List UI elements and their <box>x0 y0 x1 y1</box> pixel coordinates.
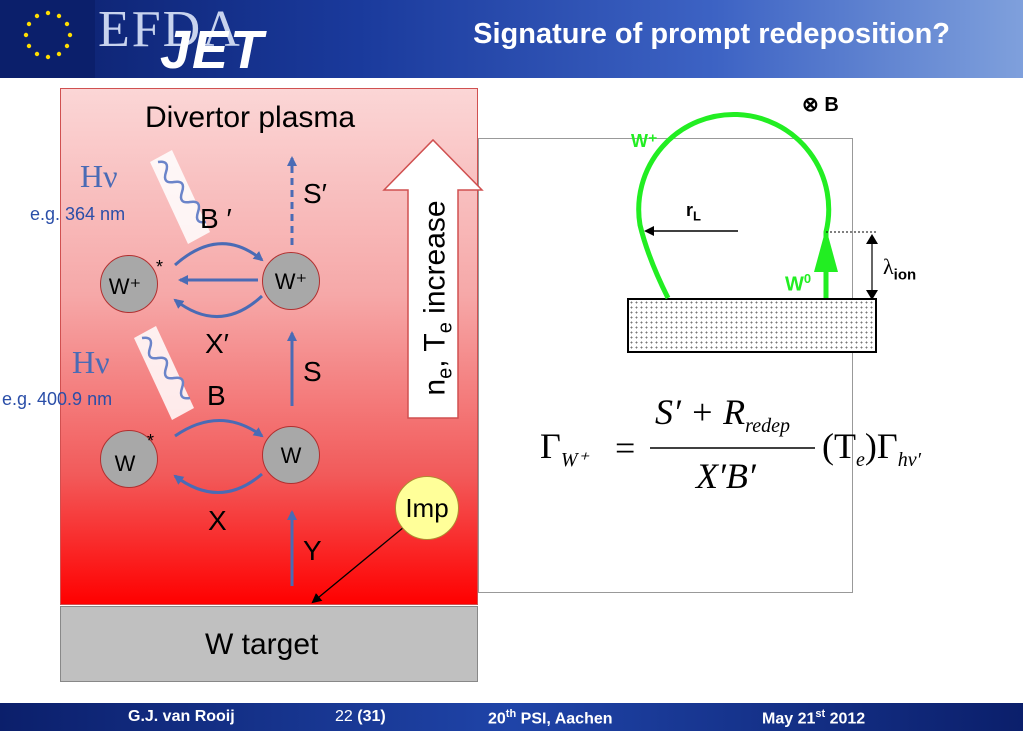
excited-star: * <box>156 257 164 277</box>
factor-close: )Γ <box>864 426 898 466</box>
lambda-subscript: ion <box>893 266 917 284</box>
footer-page: 22 (31) <box>335 708 386 726</box>
b-field-label: ⊗ B <box>802 94 839 116</box>
slide-title: Signature of prompt redeposition? <box>473 18 950 50</box>
density-increase-arrow <box>382 138 484 419</box>
h-nu-label-upper: Hν <box>80 158 118 194</box>
density-arrow-label: ne, Te increase <box>419 200 458 395</box>
node-w: W <box>262 426 320 484</box>
n-subscript: e <box>434 367 457 379</box>
label-b: B <box>207 380 226 411</box>
conf-name: PSI, Aachen <box>520 710 613 728</box>
node-w-excited: W <box>100 430 158 488</box>
date-year: 2012 <box>829 710 866 728</box>
r-subscript: L <box>693 208 701 224</box>
gyro-orbit <box>636 112 832 300</box>
efda-logo: EFDA <box>98 1 242 58</box>
footer-date: May 21st 2012 <box>762 708 865 728</box>
r-symbol: r <box>686 200 694 220</box>
label-x-prime: X′ <box>205 328 229 359</box>
gamma-subscript: W⁺ <box>560 449 589 472</box>
label-x: X <box>208 505 227 536</box>
eq-numerator: S′ + Rredep <box>655 394 790 436</box>
node-label: W <box>114 451 136 476</box>
w0-arrow-head <box>814 228 838 272</box>
w0-symbol: W <box>785 273 804 296</box>
conf-number: 20 <box>488 710 506 728</box>
numerator-text: S′ + R <box>655 392 746 432</box>
arrow-b-prime <box>174 242 264 267</box>
date-superscript: st <box>815 708 826 720</box>
w0-gyro-label: W0 <box>785 272 811 295</box>
node-label: W⁺ <box>274 269 308 294</box>
gamma-symbol: Γ <box>540 426 561 466</box>
footer-conference: 20th PSI, Aachen <box>488 708 613 728</box>
page-number: 22 <box>335 708 353 725</box>
conf-superscript: th <box>505 708 517 720</box>
target-label: W target <box>205 628 319 661</box>
header-bar: EFDA JET Signature of prompt redepositio… <box>0 0 1023 78</box>
imp-label: Imp <box>405 493 449 523</box>
factor-close-subscript: hν′ <box>897 449 921 472</box>
factor-text: (T <box>822 426 856 466</box>
node-w-plus: W⁺ <box>262 252 320 310</box>
plasma-title: Divertor plasma <box>145 101 356 134</box>
lambda-symbol: λ <box>883 254 894 279</box>
arrow-imp <box>311 526 405 604</box>
footer-bar: G.J. van Rooij 22 (31) 20th PSI, Aachen … <box>0 703 1023 731</box>
label-s-prime: S′ <box>303 178 327 209</box>
w0-superscript: 0 <box>803 271 812 286</box>
node-label: W⁺ <box>108 274 142 299</box>
t-subscript: e <box>434 322 457 334</box>
eq-factor: (Te)Γhν′ <box>822 428 921 470</box>
node-w-plus-excited: W⁺ <box>100 255 158 313</box>
node-label: W <box>280 443 302 468</box>
w-plus-gyro-label: W⁺ <box>631 131 658 151</box>
arrow-x-prime <box>173 294 264 319</box>
factor-subscript: e <box>855 449 865 472</box>
lambda-ion-label: λion <box>883 254 917 284</box>
increase-word: increase <box>418 200 452 314</box>
eq-lhs: ΓW⁺ <box>540 428 588 470</box>
label-s: S <box>303 356 322 387</box>
eu-flag-logo <box>0 0 95 78</box>
arrow-b <box>174 419 264 438</box>
page-total: (31) <box>357 708 386 725</box>
eq-denominator: X′B′ <box>696 456 756 496</box>
t-symbol: T <box>418 333 452 352</box>
footer-author: G.J. van Rooij <box>128 708 235 725</box>
n-symbol: n <box>418 378 452 396</box>
jet-logo: JET <box>160 20 266 80</box>
w-target-box <box>60 606 478 682</box>
impurity-node: Imp <box>395 476 459 540</box>
eq-equals: = <box>615 428 636 468</box>
wavelength-lower: e.g. 400.9 nm <box>2 389 113 409</box>
photon-wave-lower <box>134 326 194 420</box>
label-y: Y <box>303 535 322 566</box>
gyro-frame <box>478 138 853 593</box>
wavelength-upper: e.g. 364 nm <box>30 204 126 224</box>
date-day: May 21 <box>762 710 816 728</box>
larmor-radius-label: rL <box>686 201 701 223</box>
arrow-x <box>173 472 263 494</box>
label-b-prime: B ′ <box>200 203 232 234</box>
surface-block <box>627 298 877 353</box>
excited-star: * <box>147 431 155 451</box>
separator: , <box>418 359 452 368</box>
numerator-subscript: redep <box>745 415 790 438</box>
photon-wave-upper <box>150 150 210 244</box>
h-nu-label-lower: Hν <box>72 344 110 380</box>
eu-stars-icon <box>23 10 73 60</box>
